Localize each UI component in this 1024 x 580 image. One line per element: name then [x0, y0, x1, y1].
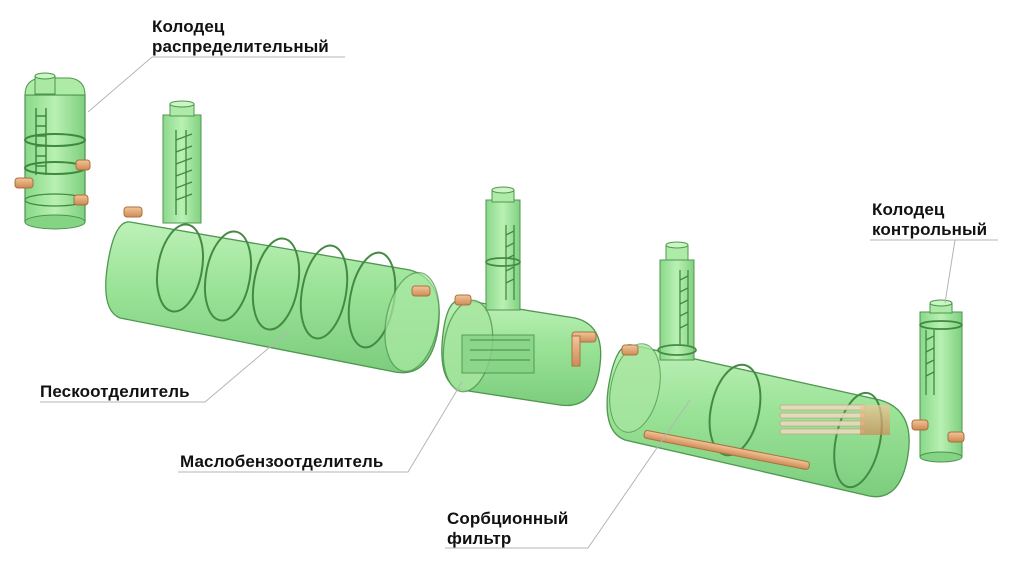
label-oil-separator-line1: Маслобензоотделитель: [180, 452, 384, 471]
label-control-well-line1: Колодец: [872, 200, 945, 219]
label-sand-separator-line1: Пескоотделитель: [40, 382, 190, 401]
distribution-well: [14, 72, 91, 230]
label-distribution-well-line2: распределительный: [152, 37, 329, 56]
label-distribution-well: Колодец распределительный: [152, 17, 329, 57]
sand-separator: [105, 100, 440, 374]
label-sorption-filter: Сорбционный фильтр: [447, 509, 568, 549]
label-control-well: Колодец контрольный: [872, 200, 987, 240]
label-sorption-filter-line1: Сорбционный: [447, 509, 569, 528]
oil-separator: [441, 186, 602, 407]
label-control-well-line2: контрольный: [872, 220, 988, 239]
leader-lines: [40, 56, 998, 549]
control-well: [911, 299, 965, 463]
label-oil-separator: Маслобензоотделитель: [180, 452, 383, 472]
label-sand-separator: Пескоотделитель: [40, 382, 190, 402]
sorption-filter: [606, 241, 910, 498]
label-distribution-well-line1: Колодец: [152, 17, 225, 36]
label-sorption-filter-line2: фильтр: [447, 529, 512, 548]
